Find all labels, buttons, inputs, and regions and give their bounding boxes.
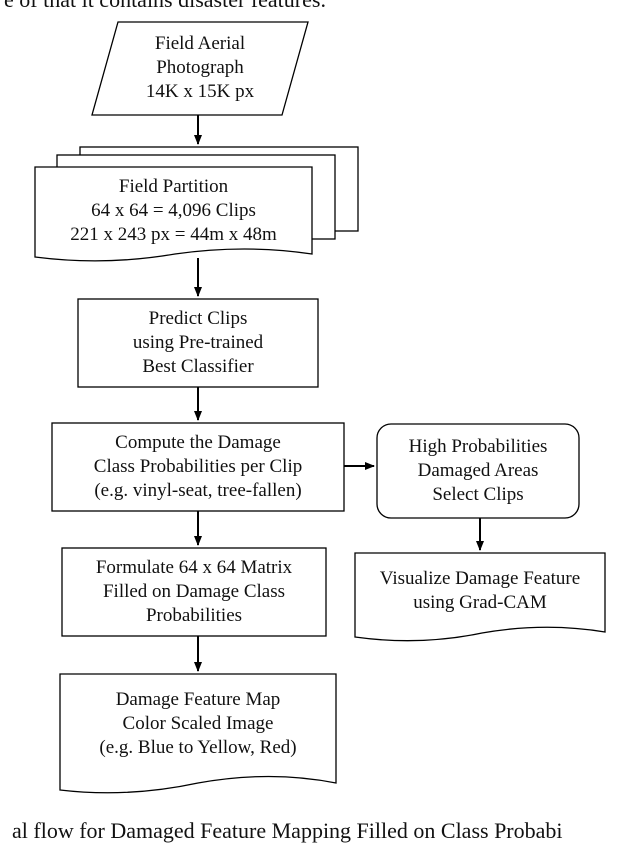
formulate-process-box (61, 547, 327, 637)
node-line: High Probabilities (408, 436, 548, 457)
node-line: (e.g. Blue to Yellow, Red) (99, 737, 297, 758)
node-line: Compute the Damage (115, 432, 281, 453)
visualize-feature-label: Visualize Damage Feature using Grad-CAM (355, 556, 605, 626)
predict-process-box (77, 298, 319, 388)
compute-process-box (51, 422, 345, 512)
node-line: 14K x 15K px (145, 81, 255, 102)
feature-map-document-shape (59, 673, 337, 794)
node-line: Field Partition (118, 176, 229, 197)
visualize-document-shape (354, 552, 606, 642)
node-line: Class Probabilities per Clip (93, 456, 303, 477)
node-line: Predict Clips (148, 308, 248, 329)
node-line: 221 x 243 px = 44m x 48m (70, 224, 277, 245)
node-line: 64 x 64 = 4,096 Clips (91, 200, 256, 221)
node-line: Filled on Damage Class (102, 581, 286, 602)
node-line: Formulate 64 x 64 Matrix (95, 557, 293, 578)
node-line: Visualize Damage Feature (379, 568, 581, 589)
node-line: Damaged Areas (417, 460, 539, 481)
node-line: (e.g. vinyl-seat, tree-fallen) (94, 480, 302, 501)
feature-map-label: Damage Feature Map Color Scaled Image (e… (60, 680, 336, 768)
node-line: Field Aerial (154, 33, 246, 54)
select-rounded-box (376, 423, 580, 519)
node-line: Damage Feature Map (115, 689, 281, 710)
field-partition-label: Field Partition 64 x 64 = 4,096 Clips 22… (35, 172, 312, 250)
select-clips-label: High Probabilities Damaged Areas Select … (377, 424, 579, 518)
node-line: using Pre-trained (132, 332, 264, 353)
compute-probabilities-label: Compute the Damage Class Probabilities p… (52, 423, 344, 511)
input-parallelogram (91, 21, 309, 116)
bottom-text-fragment: al flow for Damaged Feature Mapping Fill… (12, 818, 563, 843)
partition-document-stack (34, 146, 359, 262)
node-line: Best Classifier (142, 356, 254, 377)
predict-clips-label: Predict Clips using Pre-trained Best Cla… (78, 299, 318, 387)
node-line: Photograph (156, 57, 244, 78)
top-text-fragment: e of that it contains disaster features. (4, 0, 640, 13)
node-line: Select Clips (432, 484, 524, 505)
formulate-matrix-label: Formulate 64 x 64 Matrix Filled on Damag… (62, 548, 326, 636)
node-line: Probabilities (145, 605, 243, 626)
node-line: Color Scaled Image (122, 713, 274, 734)
input-photo-label: Field Aerial Photograph 14K x 15K px (100, 24, 300, 112)
node-line: using Grad-CAM (413, 592, 547, 613)
